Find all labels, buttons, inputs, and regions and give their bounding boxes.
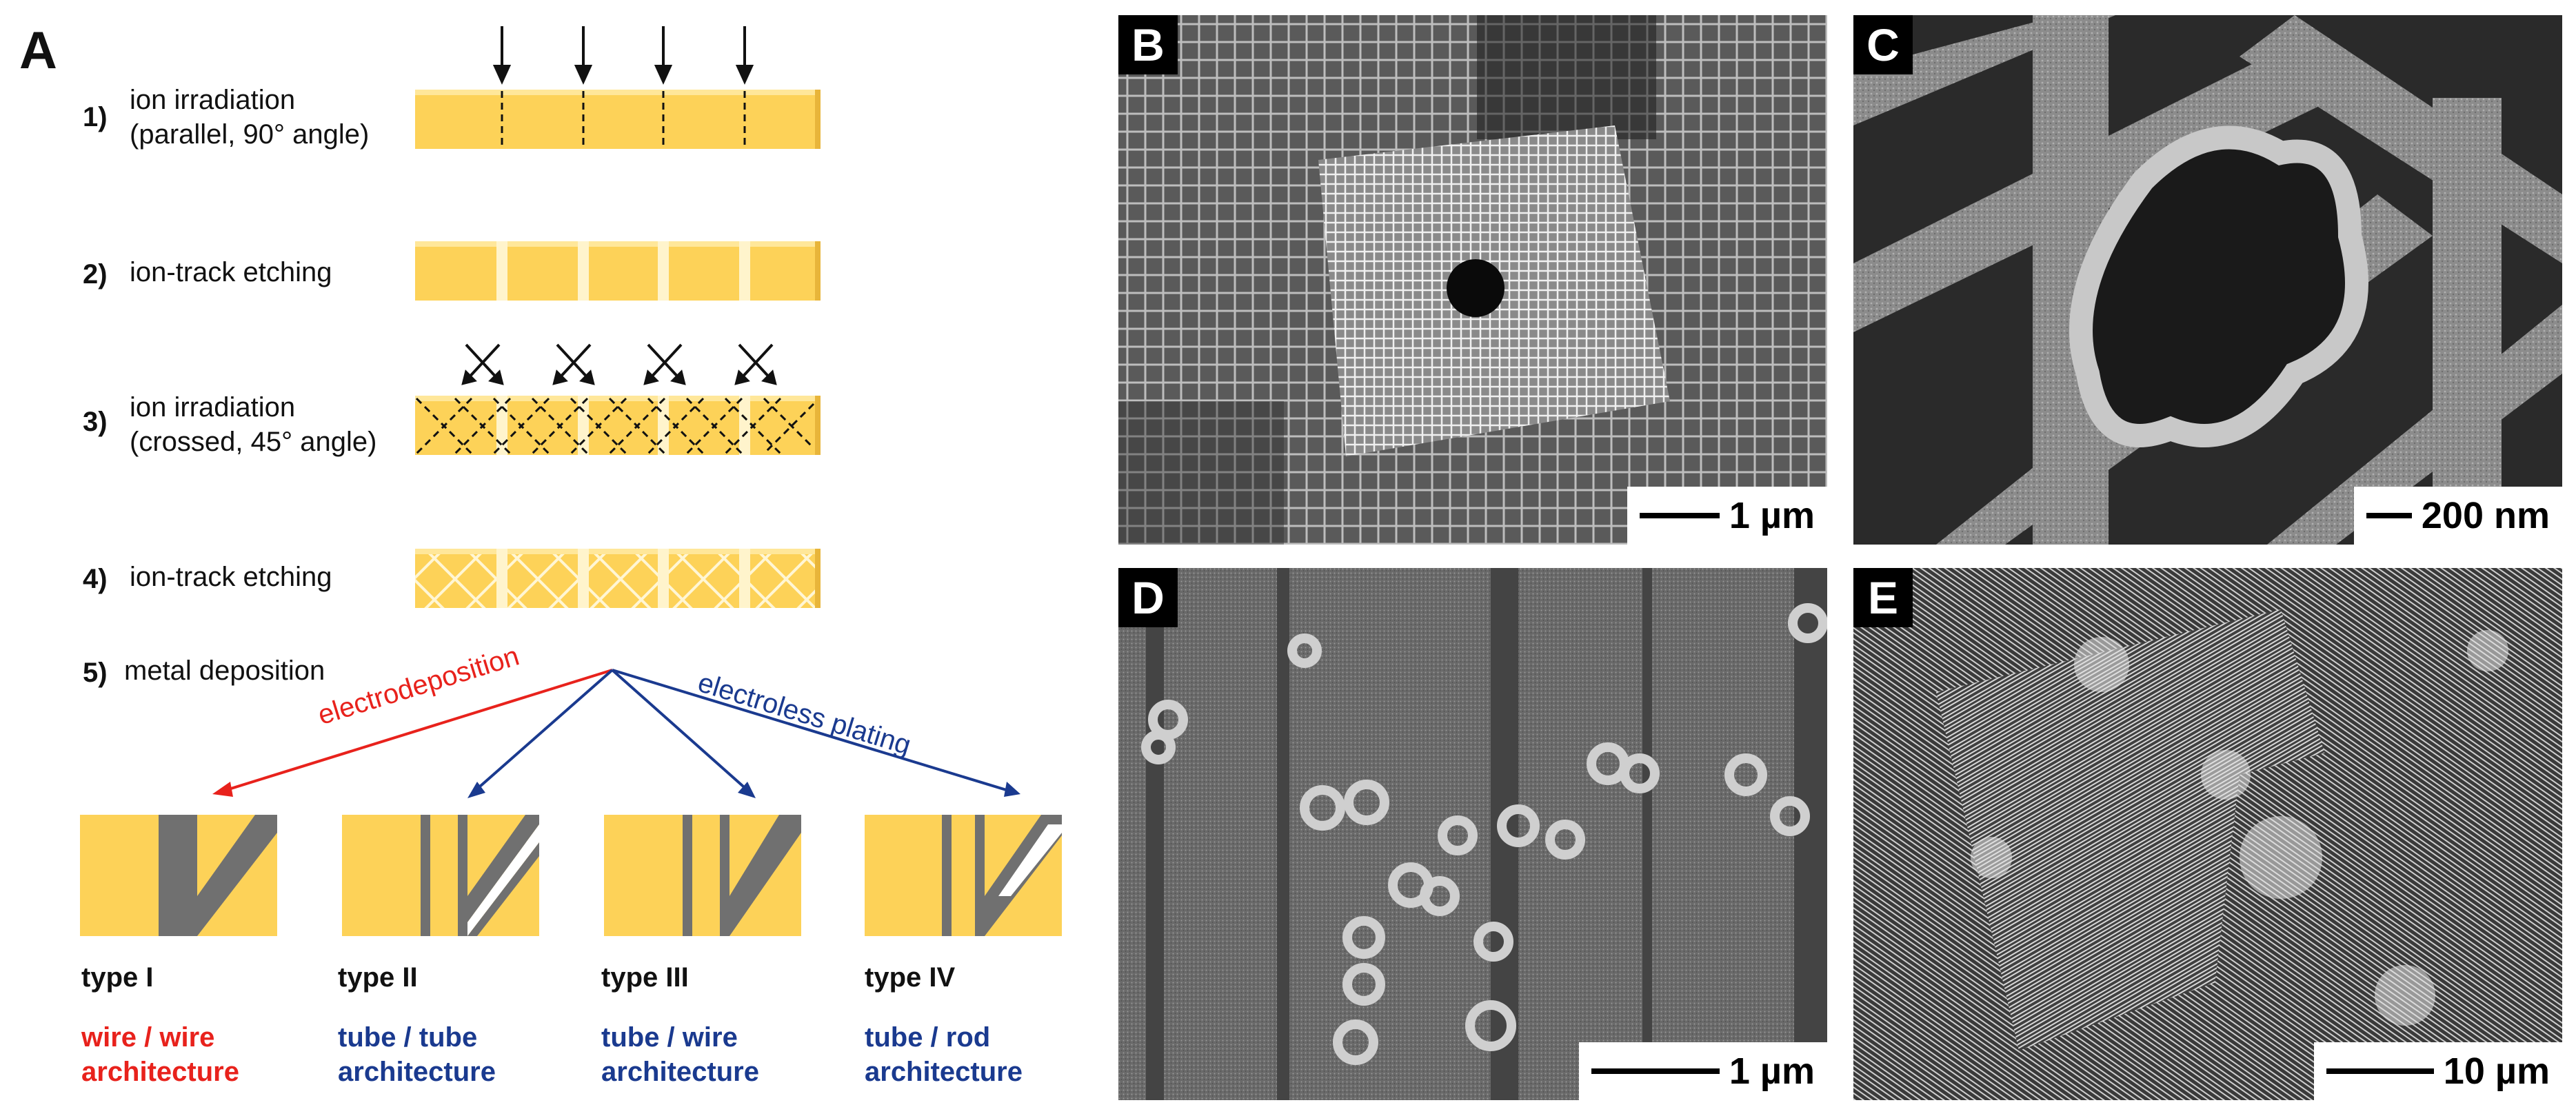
type-label: type I [81,962,154,993]
architecture-label: tube / wire architecture [601,1020,759,1089]
sem-panel-c: C 200 nm [1853,15,2562,545]
step-number: 4) [83,564,108,594]
membrane-step-4 [415,549,821,608]
scale-bar-line [1591,1068,1720,1074]
scale-bar-c: 200 nm [2353,487,2562,545]
membrane-step-1 [415,90,821,149]
type-i-schematic [80,815,277,936]
panel-letter-e: E [1853,568,1913,627]
architecture-line-1: tube / tube [338,1022,478,1053]
architecture-label: tube / tube architecture [338,1020,496,1089]
scale-bar-label: 1 µm [1729,495,1815,536]
membrane-step-3 [415,396,821,455]
tube-shape [2069,125,2368,447]
scale-bar-line [2326,1068,2434,1074]
step-line-2: (parallel, 90° angle) [130,119,370,150]
architecture-line-1: wire / wire [81,1022,215,1053]
step-number: 3) [83,407,108,437]
sem-panel-e: E 10 µm [1853,568,2562,1100]
panel-letter-c: C [1853,15,1913,74]
architecture-line-1: tube / wire [601,1022,738,1053]
type-label: type II [338,962,418,993]
scale-bar-d: 1 µm [1578,1042,1827,1100]
step-text: metal deposition [124,656,325,686]
type-iii-schematic [604,815,801,936]
scale-bar-label: 10 µm [2443,1051,2550,1092]
sem-image-d [1118,568,1827,1100]
architecture-label: wire / wire architecture [81,1020,239,1089]
step-text: ion-track etching [130,257,332,287]
membrane-step-2 [415,241,821,301]
type-label: type III [601,962,689,993]
step-number: 5) [83,658,108,688]
scale-bar-e: 10 µm [2313,1042,2562,1100]
process-schematic [80,26,1062,936]
architecture-line-2: architecture [338,1057,496,1087]
step-text: ion-track etching [130,562,332,592]
step-line-1: ion irradiation [130,85,296,115]
step-text: ion irradiation (parallel, 90° angle) [130,83,369,152]
panel-letter-d: D [1118,568,1178,627]
type-ii-schematic [342,815,539,936]
step-text: ion irradiation (crossed, 45° angle) [130,390,376,459]
ion-arrows-crossed [461,343,777,385]
type-iv-schematic [865,815,1062,936]
scale-bar-label: 200 nm [2421,495,2550,536]
sem-image-e [1853,568,2562,1100]
scale-bar-b: 1 µm [1627,487,1827,545]
architecture-label: tube / rod architecture [865,1020,1023,1089]
step-number: 1) [83,102,108,132]
branch-arrows [212,669,1020,798]
architecture-line-1: tube / rod [865,1022,991,1053]
architecture-line-2: architecture [81,1057,239,1087]
step-line-1: ion irradiation [130,392,296,423]
sem-image-c [1853,15,2562,545]
panel-a: A 1) ion irradiation (parallel, 90° angl… [0,0,1103,1116]
scale-bar-label: 1 µm [1729,1051,1815,1092]
architecture-line-2: architecture [601,1057,759,1087]
architecture-line-2: architecture [865,1057,1023,1087]
ion-arrows-parallel [492,26,754,85]
step-line-2: (crossed, 45° angle) [130,427,377,457]
scale-bar-line [1639,513,1720,518]
sem-image-b [1118,15,1827,545]
sem-panel-d: D 1 µm [1118,568,1827,1100]
step-number: 2) [83,259,108,290]
panel-letter-b: B [1118,15,1178,74]
scale-bar-line [2366,513,2412,518]
panel-letter-a: A [19,21,57,80]
sem-panel-b: B 1 µm [1118,15,1827,545]
type-label: type IV [865,962,956,993]
